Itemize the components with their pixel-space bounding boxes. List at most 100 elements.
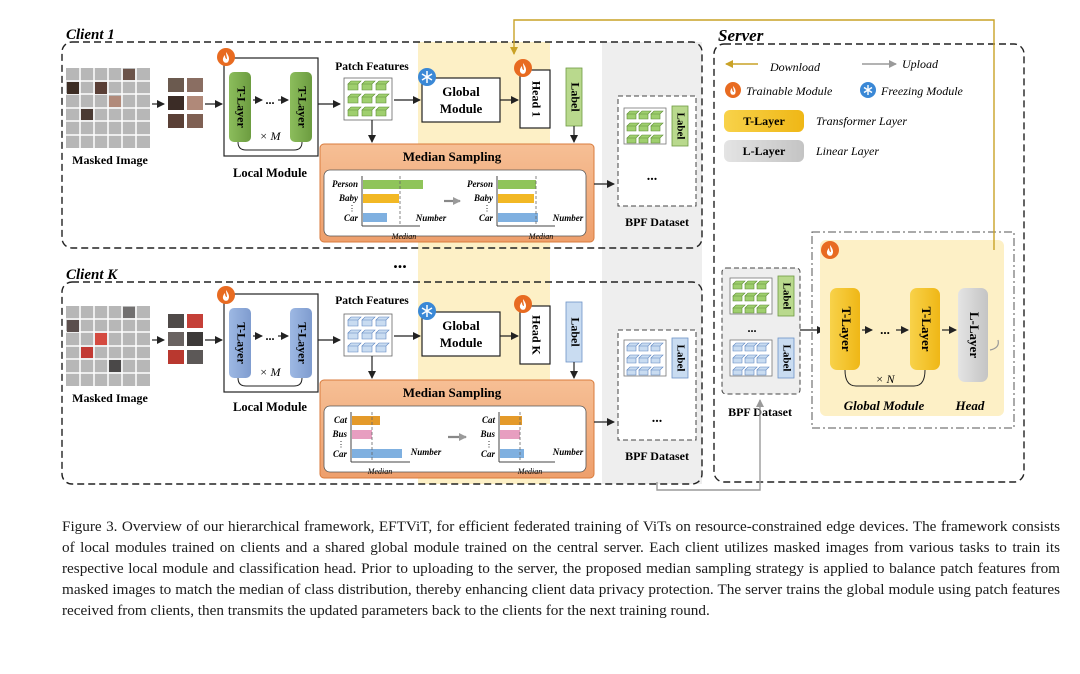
masked-image-label: Masked Image (72, 391, 148, 405)
global-module-line1: Global (442, 84, 480, 99)
legend-l-layer-desc: Linear Layer (815, 144, 879, 158)
median-label: Median (517, 467, 542, 476)
snowflake-icon (860, 82, 876, 98)
client-1-title: Client 1 (66, 27, 115, 43)
t-layer-text: T-Layer (295, 322, 309, 364)
median-label: Median (528, 232, 553, 241)
bpf-features: Label (623, 105, 689, 147)
t-layer-text: T-Layer (919, 306, 934, 351)
server-title: Server (718, 26, 764, 45)
median-chart-before: Person Baby ⋮ Car Median Number (332, 176, 447, 241)
class-label: Cat (482, 415, 496, 425)
number-label: Number (415, 213, 447, 223)
global-module-box (421, 77, 501, 123)
bar (498, 180, 536, 189)
bar (498, 194, 534, 203)
median-chart-after: Cat Bus ⋮ Car Median Number (479, 412, 584, 476)
repeat-bracket (237, 377, 303, 387)
number-label: Number (552, 447, 584, 457)
times-m: × M (259, 129, 281, 143)
framework-diagram: Client 1 Client K ... Masked Image T-Lay… (61, 19, 1025, 491)
class-label: Car (481, 449, 496, 459)
legend-upload: Upload (902, 57, 939, 71)
label-text: Label (780, 283, 792, 310)
median-chart-before: Cat Bus ⋮ Car Median Number (331, 412, 442, 476)
global-module-line2: Module (440, 101, 483, 116)
patch-features-label: Patch Features (335, 295, 409, 307)
times-m: × M (259, 365, 281, 379)
bar (352, 449, 402, 458)
dots: ... (652, 411, 663, 426)
server-l-layer (958, 288, 988, 382)
snowflake-icon (418, 68, 436, 86)
t-layer-block (290, 72, 312, 142)
global-module-line1: Global (442, 318, 480, 333)
t-layer-text: T-Layer (839, 306, 854, 351)
client-k-title: Client K (66, 267, 118, 283)
median-sampling-title: Median Sampling (403, 149, 502, 164)
client-k-box (61, 281, 703, 485)
bar (352, 430, 372, 439)
fire-icon (514, 295, 532, 313)
masked-image-label: Masked Image (72, 153, 148, 167)
local-module-label: Local Module (233, 166, 307, 180)
patch-features-label: Patch Features (335, 61, 409, 73)
label-text: Label (568, 82, 582, 112)
kept-patches (168, 314, 203, 364)
l-layer-text: L-Layer (967, 312, 982, 358)
fire-icon (217, 48, 235, 66)
bar (363, 180, 423, 189)
label-text: Label (780, 345, 792, 372)
bpf-dataset-label: BPF Dataset (625, 215, 689, 229)
vdots: ⋮ (348, 204, 356, 213)
t-layer-text: T-Layer (234, 322, 248, 364)
bpf-features: Label (729, 275, 795, 317)
fire-icon (725, 82, 741, 98)
vdots: ⋮ (337, 440, 345, 449)
t-layer-block (229, 72, 251, 142)
t-layer-text: T-Layer (234, 86, 248, 128)
loop-arrow (989, 339, 999, 351)
dots: ... (266, 93, 275, 107)
server-box (713, 43, 1025, 483)
dots: ... (748, 321, 757, 335)
vdots: ⋮ (485, 440, 493, 449)
head-text: Head K (529, 315, 543, 355)
bpf-features: Label (729, 337, 795, 379)
bar (500, 449, 524, 458)
legend-t-layer-text: T-Layer (743, 114, 785, 128)
masked-image-grid (66, 306, 150, 386)
median-label: Median (367, 467, 392, 476)
class-label: Person (467, 179, 493, 189)
server-global-module-label: Global Module (844, 398, 925, 413)
class-label: Bus (331, 429, 347, 439)
fire-icon (514, 59, 532, 77)
bar (500, 416, 522, 425)
legend-trainable: Trainable Module (746, 84, 833, 98)
repeat-bracket (237, 141, 303, 151)
class-label: Car (344, 213, 359, 223)
label-text: Label (568, 317, 582, 347)
bpf-features: Label (623, 337, 689, 379)
t-layer-block (229, 308, 251, 378)
server: Server Download Upload Trainable Module … (713, 26, 1025, 483)
server-t-layer (910, 288, 940, 370)
legend-l-layer (724, 140, 804, 162)
t-layer-block (290, 308, 312, 378)
snowflake-icon (418, 302, 436, 320)
global-module-line2: Module (440, 335, 483, 350)
head-box (519, 69, 551, 129)
number-label: Number (552, 213, 584, 223)
legend-t-layer (724, 110, 804, 132)
bar (500, 430, 520, 439)
client-1: Masked Image T-Layer T-Layer ... × M Loc… (66, 48, 697, 243)
median-label: Median (391, 232, 416, 241)
patch-features-cluster (343, 77, 393, 121)
bar (363, 213, 387, 222)
dots: ... (880, 322, 890, 337)
client-1-box (61, 41, 703, 249)
bar (498, 213, 538, 222)
server-training-box (811, 231, 1015, 429)
class-label: Baby (473, 193, 494, 203)
label-text: Label (674, 345, 686, 372)
